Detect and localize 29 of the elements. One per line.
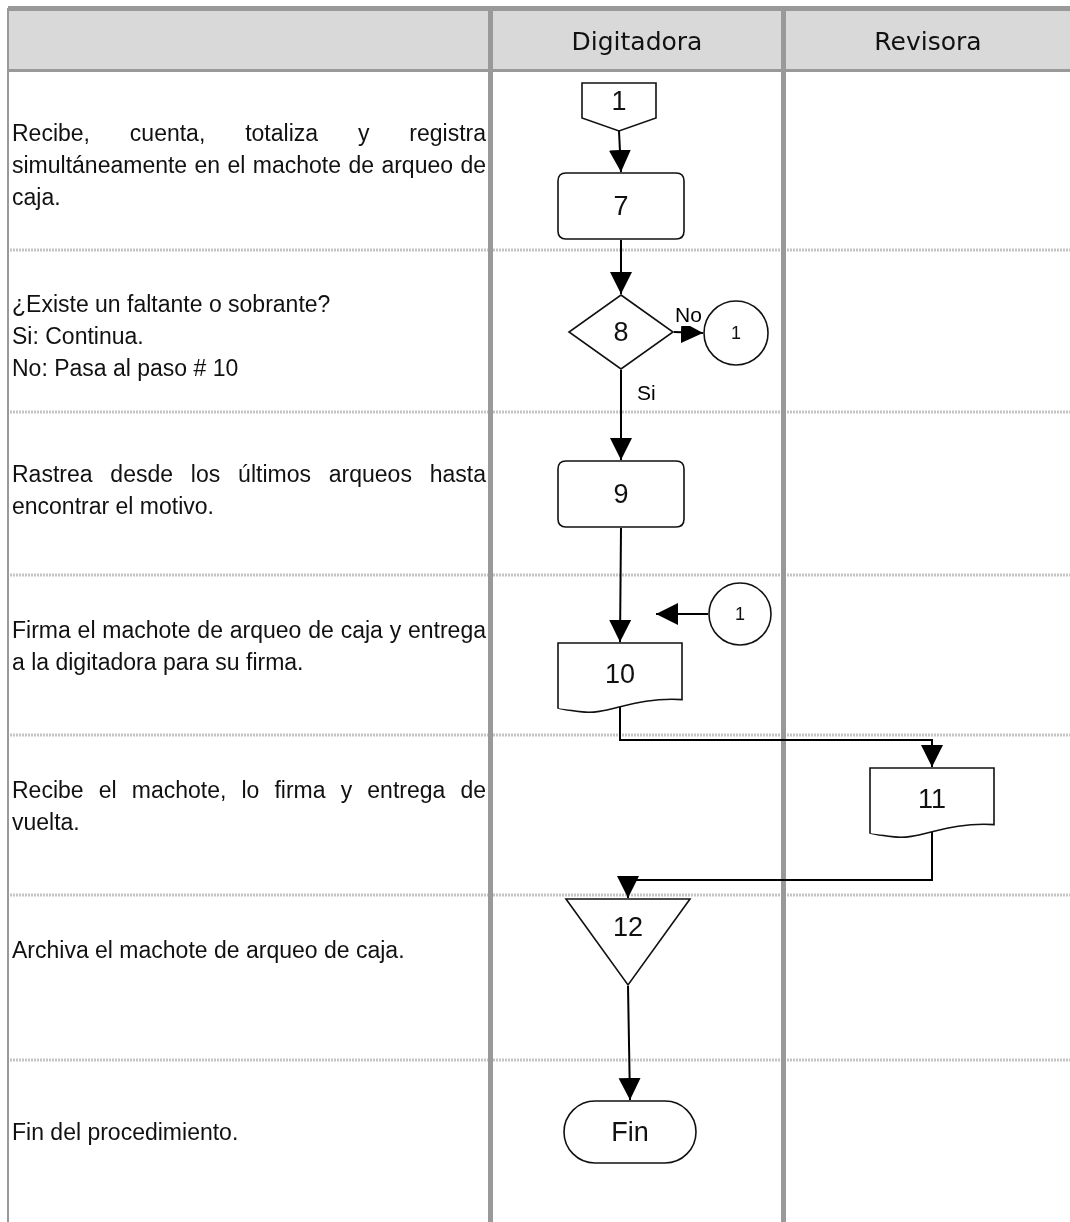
document-shape: 10 — [557, 642, 683, 714]
step-description: Firma el machote de arqueo de caja y entrega a la digitadora para su firma. — [12, 616, 486, 677]
archive-triangle: 12 — [565, 898, 691, 986]
step-description: No: Pasa al paso # 10 — [12, 354, 240, 383]
step-description: Fin del procedimiento. — [12, 1118, 240, 1147]
arrow — [619, 705, 943, 768]
step-description: Recibe, cuenta, totaliza y registra simultáneamente en el machote de arqueo de caja. — [12, 119, 486, 212]
process-box: 7 — [557, 172, 685, 240]
decision-diamond: 8 — [568, 294, 674, 370]
connector-circle: 1 — [708, 582, 772, 646]
terminal-shape: Fin — [563, 1100, 697, 1164]
off-page-connector: 1 — [581, 82, 657, 132]
arrow — [608, 130, 631, 173]
step-description: Si: Continua. — [12, 322, 145, 351]
arrow — [610, 369, 632, 461]
step-description: Rastrea desde los últimos arqueos hasta encontrar el motivo. — [12, 460, 486, 521]
step-description: Archiva el machote de arqueo de caja. — [12, 936, 406, 965]
arrow — [609, 527, 632, 643]
arrow — [655, 603, 709, 625]
step-description: Recibe el machote, lo firma y entrega de vuelta. — [12, 776, 486, 837]
process-box: 9 — [557, 460, 685, 528]
step-description: ¿Existe un faltante o sobrante? — [12, 290, 332, 319]
arrow — [610, 239, 632, 295]
document-shape: 11 — [869, 767, 995, 839]
column-header: Revisora — [873, 25, 983, 58]
connector-circle: 1 — [703, 300, 769, 366]
arrow — [617, 830, 933, 899]
column-header: Digitadora — [570, 25, 704, 58]
arrow — [618, 985, 641, 1101]
